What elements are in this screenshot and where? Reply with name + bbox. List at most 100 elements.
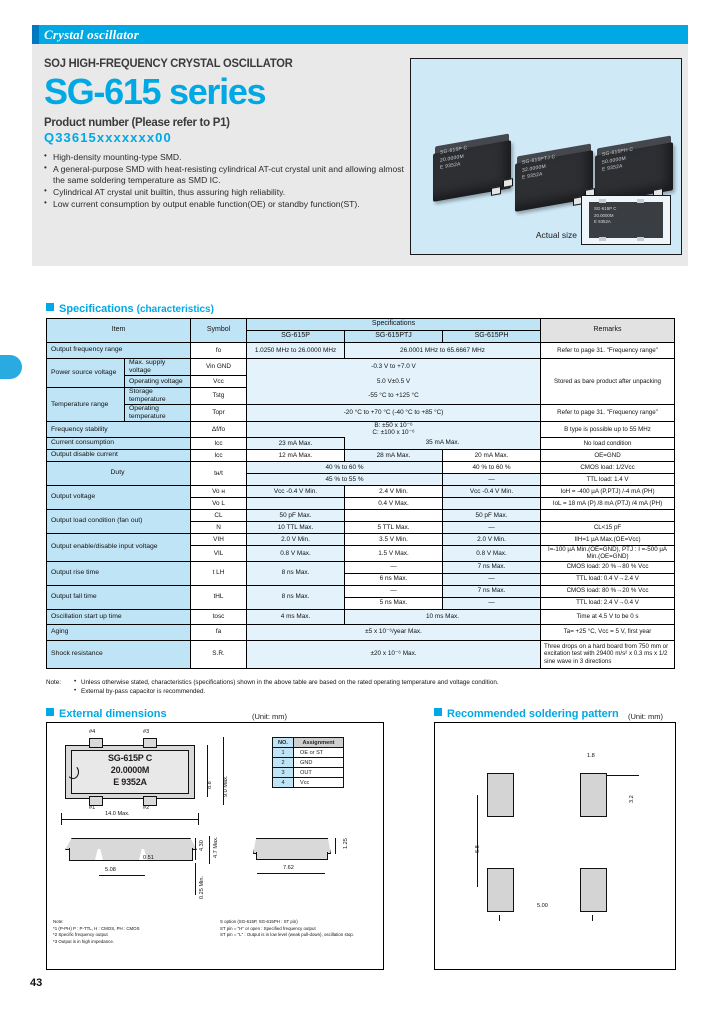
table-row: Output voltage Vo н Vcc -0.4 V Min. 2.4 …	[46, 485, 676, 510]
row-remark: CL<15 pF	[540, 521, 676, 534]
lead-notch	[95, 849, 103, 860]
row-value-ptj: 28 mA Max.	[344, 449, 443, 462]
row-symbol: tн/t	[190, 461, 247, 486]
note-item: External by-pass capacitor is recommende…	[74, 686, 499, 696]
side-dim-line	[257, 873, 325, 874]
row-value-span: 5.0 V±0.5 V	[245, 375, 542, 388]
header-col-ptj: SG-615PTJ	[344, 330, 443, 343]
table-header-row: Item Symbol Specifications Remarks	[46, 318, 676, 343]
row-value-ptj: 6 ns Max.	[344, 572, 443, 586]
row-value-duty-a: 40 % to 60 %	[246, 461, 443, 474]
row-symbol: fo	[190, 342, 247, 359]
row-symbol: fa	[190, 623, 247, 641]
row-value-ptj: 5 ns Max.	[344, 596, 443, 610]
thickness-dim: 4.30	[199, 840, 205, 851]
specifications-table: Item Symbol Specifications Remarks SG-61…	[46, 318, 676, 669]
product-photo-panel: SG-615P C 20.0000M E 9352A SG-615PTJ C 3…	[410, 58, 682, 255]
row-symbol: tHL	[190, 584, 247, 610]
row-label: Duty	[46, 461, 191, 486]
height-dimension-max: 9.0 Max.	[223, 775, 229, 797]
pin-assignment: GND	[293, 757, 344, 768]
pin-mark-2: #2	[143, 805, 150, 811]
row-symbol: Icc	[190, 449, 247, 462]
footnote-col-left: Note: *1 (P-PH) P : P-TTL, H : CMOS, PH …	[53, 919, 140, 944]
row-value-p: 10 TTL Max.	[246, 521, 345, 534]
list-item: A general-purpose SMD with heat-resistin…	[44, 163, 404, 187]
vertical-pitch: 6.8	[475, 845, 481, 853]
header-item: Item	[46, 318, 191, 343]
row-remark: No load condition	[540, 437, 676, 450]
row-value-ptj-ph: 26.0001 MHz to 65.6667 MHz	[343, 342, 542, 359]
lead-pad-4	[89, 738, 103, 748]
table-row: 6 ns Max. — TTL load: 0.4 V→2.4 V	[47, 572, 676, 586]
row-value-p: 8 ns Max.	[246, 584, 345, 610]
h-pitch-tick	[592, 915, 593, 921]
row-value-ph: 7 ns Max.	[441, 560, 542, 574]
pin1-mark-icon	[67, 765, 79, 779]
row-remark: Three drops on a hard board from 750 mm …	[540, 639, 676, 669]
table-row: VIL 0.8 V Max. 1.5 V Max. 0.8 V Max. I=-…	[47, 545, 676, 562]
row-value-ph: —	[441, 596, 542, 610]
table-row: Output disable current Icc 12 mA Max. 28…	[46, 449, 676, 462]
row-value-ph	[441, 497, 542, 510]
chip-photo-1: SG-615P C 20.0000M E 9352A	[433, 133, 513, 202]
row-value-p: 12 mA Max.	[246, 449, 345, 462]
section-subheading: (characteristics)	[136, 304, 214, 315]
hero-text-block: SOJ HIGH-FREQUENCY CRYSTAL OSCILLATOR SG…	[44, 58, 404, 211]
row-label: Aging	[46, 623, 191, 641]
width-dimension: 14.0 Max.	[105, 811, 130, 817]
row-value-span: -55 °C to +125 °C	[245, 387, 542, 406]
solder-pad-br	[580, 868, 607, 912]
table-row: Frequency stability Δf/fo B: ±50 x 10⁻⁶ …	[46, 421, 676, 438]
row-value-ptj: —	[344, 560, 443, 574]
note-item: Unless otherwise stated, characteristics…	[74, 677, 499, 687]
table-row: Power source voltage Max. supply voltage…	[46, 357, 676, 405]
section-heading-dimensions: External dimensions	[46, 708, 167, 720]
list-item: High-density mounting-type SMD.	[44, 151, 404, 163]
row-label: Output fall time	[46, 584, 191, 610]
table-row: Output rise time t LH 8 ns Max. — 7 ns M…	[46, 560, 676, 586]
row-value-p: 1.0250 MHz to 26.0000 MHz	[246, 342, 345, 359]
category-bar: Crystal oscillator	[32, 25, 688, 44]
chip-pad	[503, 178, 513, 188]
row-value-ptj: 2.4 V Min.	[344, 485, 443, 498]
pin-assignment: OUT	[293, 767, 344, 778]
row-remark: CMOS load: 1/2Vcc	[540, 461, 676, 474]
actual-size-pad	[637, 199, 644, 203]
row-label: Oscillation start up time	[46, 608, 191, 625]
row-symbol: Vo L	[190, 497, 247, 510]
row-value-ph: 7 ns Max.	[441, 584, 542, 598]
category-label: Crystal oscillator	[44, 27, 139, 42]
dimension-footnotes: Note: *1 (P-PH) P : P-TTL, H : CMOS, PH …	[53, 919, 377, 945]
row-symbol: N	[190, 521, 247, 534]
horizontal-pitch: 5.00	[537, 903, 548, 909]
row-remark: Time at 4.5 V to be 0 s	[540, 608, 676, 625]
standoff-dim: 0.25 Min.	[199, 875, 205, 899]
pin-header-no: NO.	[272, 737, 294, 748]
table-row: 1 OE or ST	[272, 747, 344, 758]
pad-height-line	[607, 775, 639, 776]
row-label: Output frequency range	[46, 342, 191, 359]
row-label: Shock resistance	[46, 639, 191, 669]
table-row: Operating voltage Vcc 5.0 V±0.5 V	[47, 375, 675, 389]
header-col-p: SG-615P	[246, 330, 345, 343]
pin-mark-4: #4	[89, 729, 96, 735]
product-title: SG-615 series	[44, 71, 267, 112]
product-number: Q33615xxxxxxx00	[44, 130, 172, 145]
bullet-square-icon	[46, 708, 54, 716]
row-value-duty-a-ph: 40 % to 60 %	[441, 461, 542, 474]
h-pitch-tick	[499, 915, 500, 921]
row-remark: Ta= +25 °C, Vcc = 5 V, first year	[540, 623, 676, 641]
row-value-span: B: ±50 x 10⁻⁶ C: ±100 x 10⁻⁶	[245, 421, 542, 438]
lead-pad-3	[143, 738, 157, 748]
page-number: 43	[30, 977, 43, 989]
table-row: Duty tн/t 40 % to 60 % 40 % to 60 % CMOS…	[46, 461, 676, 486]
pin-mark-1: #1	[89, 805, 96, 811]
width-dim-tick	[198, 813, 199, 825]
list-item: Low current consumption by output enable…	[44, 198, 404, 210]
lead-pad-2	[143, 796, 157, 806]
side-dimension: 7.62	[283, 865, 294, 871]
table-row: Output fall time tHL 8 ns Max. — 7 ns Ma…	[46, 584, 676, 610]
height-dim-line-2	[223, 737, 224, 805]
row-value-span: -20 °C to +70 °C (-40 °C to +85 °C)	[245, 404, 542, 423]
